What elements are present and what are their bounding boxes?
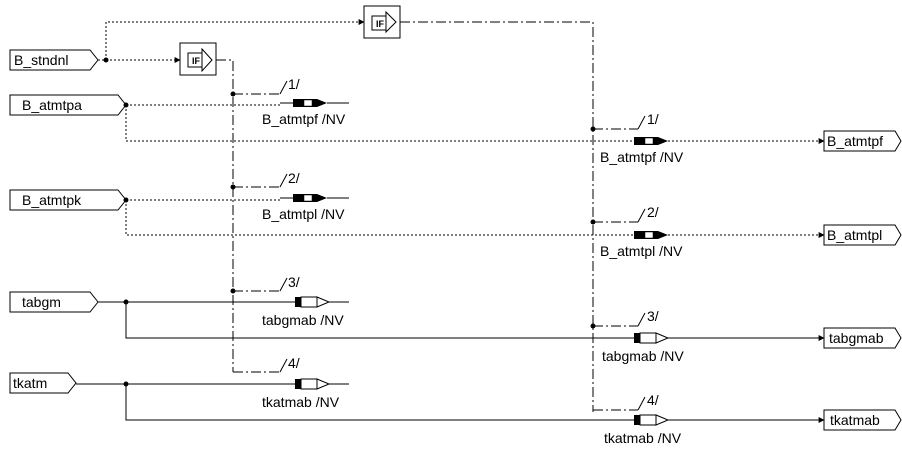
right-var-3: tabgmab /NV xyxy=(602,348,684,364)
atmtpa-wiring xyxy=(123,102,825,144)
stndnl-to-if-right xyxy=(105,19,365,60)
output-label-tkatmab: tkatmab xyxy=(830,412,880,428)
left-port-3-label: 3/ xyxy=(288,274,300,290)
left-var-4: tkatmab /NV xyxy=(262,394,340,410)
if-left-control-line xyxy=(216,59,234,372)
left-port-4-label: 4/ xyxy=(288,355,300,371)
input-label-b-atmtpk: B_atmtpk xyxy=(22,192,82,208)
if-block-right[interactable]: IF xyxy=(363,5,401,39)
right-switch-1: 1/ B_atmtpf /NV xyxy=(590,111,684,165)
input-label-tkatm: tkatm xyxy=(13,375,47,391)
nv-marker xyxy=(293,99,299,107)
left-switch-4: 4/ tkatmab /NV xyxy=(233,355,349,410)
tabgm-wiring xyxy=(98,299,825,341)
left-switch-2: 2/ B_atmtpl /NV xyxy=(230,170,349,222)
if-block-left[interactable]: IF xyxy=(179,42,217,76)
left-switch-3: 3/ tabgmab /NV xyxy=(230,274,349,328)
stndnl-wiring xyxy=(98,19,594,412)
right-port-4-label: 4/ xyxy=(647,392,659,408)
right-var-4: tkatmab /NV xyxy=(604,430,682,446)
left-var-1: B_atmtpf /NV xyxy=(262,111,346,127)
tkatm-wiring xyxy=(76,381,825,423)
input-port-b-stndnl[interactable]: B_stndnl xyxy=(9,49,99,71)
output-label-b-atmtpf: B_atmtpf xyxy=(827,133,883,149)
input-port-tkatm[interactable]: tkatm xyxy=(9,372,77,394)
output-port-b-atmtpf[interactable]: B_atmtpf xyxy=(823,130,902,152)
input-label-b-stndnl: B_stndnl xyxy=(14,52,68,68)
atmtpk-wiring xyxy=(123,197,825,238)
output-port-tkatmab[interactable]: tkatmab xyxy=(823,409,902,431)
right-switch-4: 4/ tkatmab /NV xyxy=(593,392,682,446)
left-switch-1: 1/ B_atmtpf /NV xyxy=(230,76,349,127)
output-port-tabgmab[interactable]: tabgmab xyxy=(823,327,902,349)
right-var-2: B_atmtpl /NV xyxy=(600,243,683,259)
if-label-right: IF xyxy=(376,19,385,29)
right-port-1-label: 1/ xyxy=(647,111,659,127)
right-switch-3: 3/ tabgmab /NV xyxy=(590,308,684,364)
left-port-1-label: 1/ xyxy=(288,76,300,92)
output-label-b-atmtpl: B_atmtpl xyxy=(827,227,882,243)
left-var-2: B_atmtpl /NV xyxy=(262,206,345,222)
input-port-b-atmtpk[interactable]: B_atmtpk xyxy=(9,189,127,211)
input-port-b-atmtpa[interactable]: B_atmtpa xyxy=(9,94,127,116)
output-label-tabgmab: tabgmab xyxy=(829,330,884,346)
left-port-2-label: 2/ xyxy=(288,170,300,186)
output-port-b-atmtpl[interactable]: B_atmtpl xyxy=(823,224,902,246)
right-switch-2: 2/ B_atmtpl /NV xyxy=(590,204,683,259)
input-label-b-atmtpa: B_atmtpa xyxy=(22,97,82,113)
right-port-3-label: 3/ xyxy=(647,308,659,324)
if-label-left: IF xyxy=(192,56,201,66)
left-var-3: tabgmab /NV xyxy=(262,312,344,328)
if-right-control-line xyxy=(400,21,594,412)
input-label-tabgm: tabgm xyxy=(22,294,61,310)
right-var-1: B_atmtpf /NV xyxy=(600,149,684,165)
input-port-tabgm[interactable]: tabgm xyxy=(9,291,99,313)
right-port-2-label: 2/ xyxy=(647,204,659,220)
